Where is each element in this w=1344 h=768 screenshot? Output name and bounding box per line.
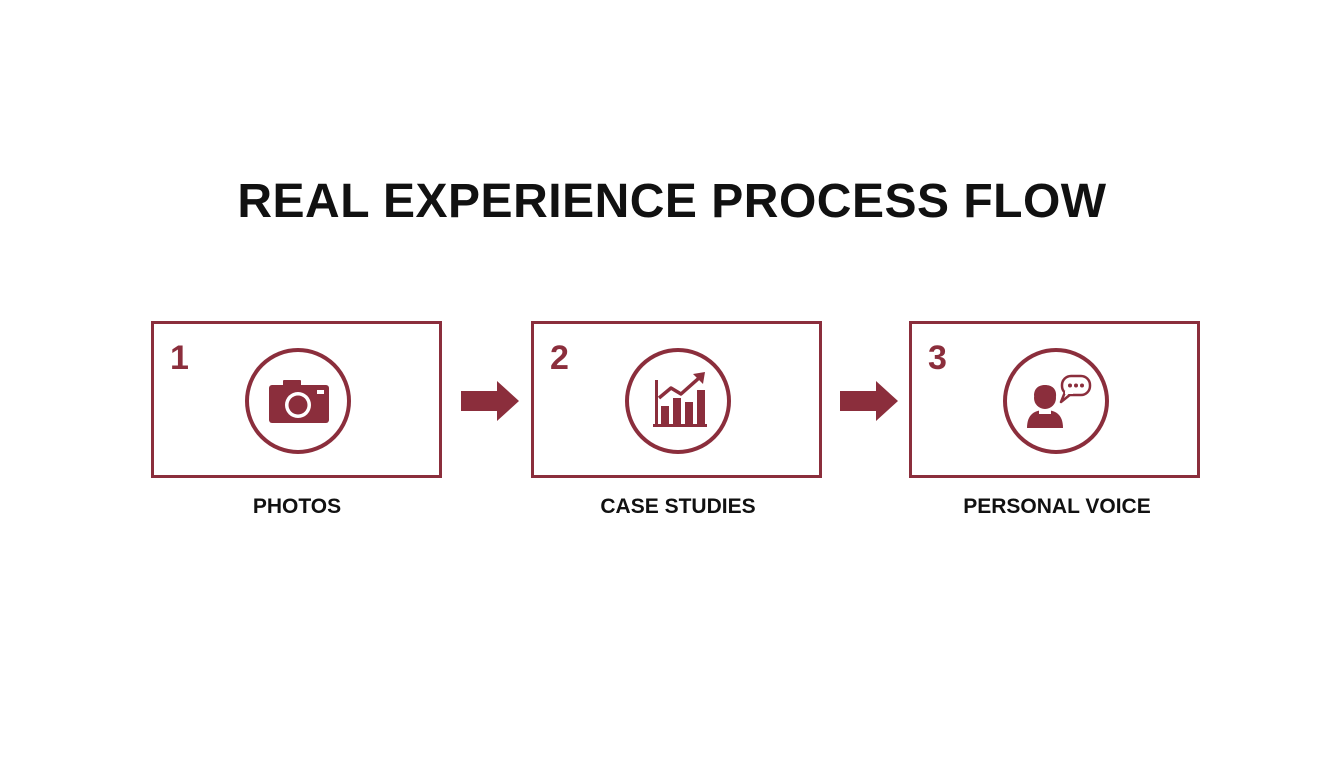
step-label-case-studies: CASE STUDIES: [600, 495, 756, 518]
arrow-right-icon: [461, 381, 519, 421]
camera-icon: [245, 348, 351, 454]
step-label-personal-voice: PERSONAL VOICE: [963, 495, 1151, 518]
step-number: 1: [170, 339, 189, 377]
step-box-case-studies: 2: [531, 321, 822, 478]
step-box-personal-voice: 3: [909, 321, 1200, 478]
person-speech-bubble-icon: [1003, 348, 1109, 454]
step-number: 3: [928, 339, 947, 377]
bar-chart-growth-icon: [625, 348, 731, 454]
step-box-photos: 1: [151, 321, 442, 478]
step-number: 2: [550, 339, 569, 377]
diagram-title: REAL EXPERIENCE PROCESS FLOW: [237, 175, 1107, 228]
arrow-right-icon: [840, 381, 898, 421]
step-label-photos: PHOTOS: [252, 495, 342, 518]
